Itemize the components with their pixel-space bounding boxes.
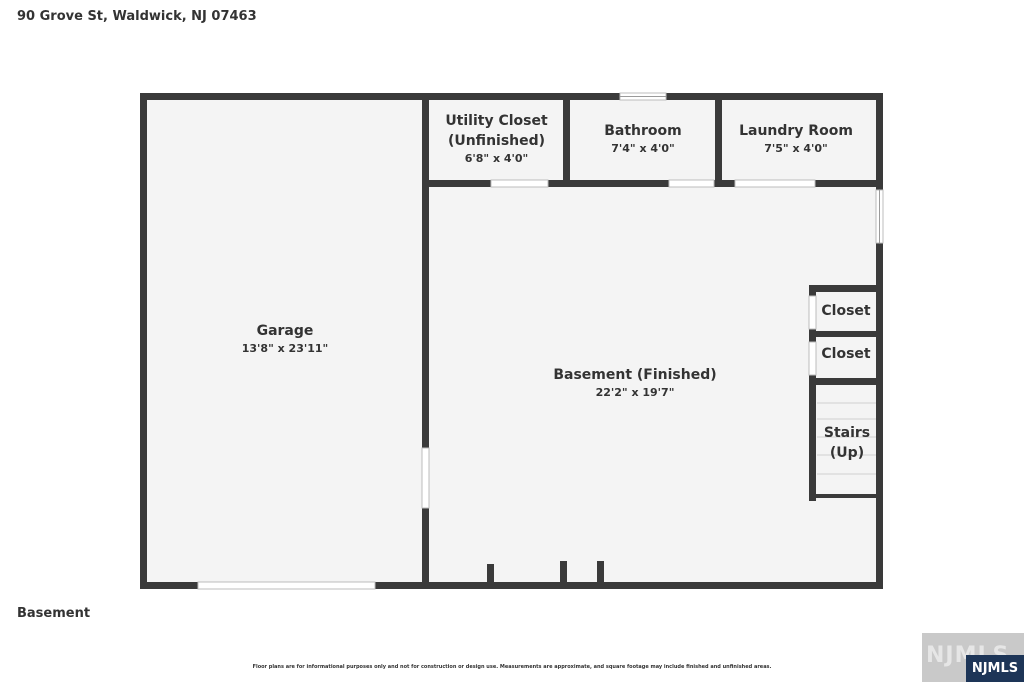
room-bathroom: Bathroom 7'4" x 4'0" xyxy=(570,121,716,156)
wall-bottom xyxy=(140,582,883,589)
room-name: Laundry Room xyxy=(739,123,853,139)
room-name-line2: (Up) xyxy=(829,445,865,461)
logo-badge: NJMLS xyxy=(966,655,1024,682)
room-dimensions: 7'5" x 4'0" xyxy=(764,142,828,155)
room-dimensions: 7'4" x 4'0" xyxy=(611,142,675,155)
wall-garage-divider xyxy=(422,93,429,589)
room-name: Stairs xyxy=(823,425,871,441)
wall-closets-left xyxy=(809,285,816,501)
wall-rooms-bottom xyxy=(422,180,883,187)
room-utility-closet: Utility Closet (Unfinished) 6'8" x 4'0" xyxy=(429,111,564,166)
wall-stub-3 xyxy=(597,561,604,589)
room-dimensions: 22'2" x 19'7" xyxy=(595,386,675,399)
room-name-line2: (Unfinished) xyxy=(447,133,546,149)
utility-door xyxy=(490,179,549,188)
floor-fill xyxy=(144,97,880,585)
stair-treads xyxy=(817,402,876,475)
room-dimensions: 6'8" x 4'0" xyxy=(464,152,529,165)
garage-side-door xyxy=(421,447,430,509)
room-closet-1: Closet xyxy=(814,301,878,321)
room-name: Closet xyxy=(821,303,871,319)
wall-bath-laundry xyxy=(715,93,722,187)
closet-1-door xyxy=(808,295,817,330)
interior-walls xyxy=(422,93,883,589)
room-dimensions: 13'8" x 23'11" xyxy=(241,342,329,355)
wall-utility-bath xyxy=(563,93,570,187)
wall-left xyxy=(140,93,147,589)
room-closet-2: Closet xyxy=(814,344,878,364)
property-address: 90 Grove St, Waldwick, NJ 07463 xyxy=(17,9,257,24)
room-laundry: Laundry Room 7'5" x 4'0" xyxy=(722,121,870,156)
wall-stub-2 xyxy=(560,561,567,589)
floor-level-label: Basement xyxy=(17,606,91,621)
bathroom-door xyxy=(668,179,715,188)
room-name: Bathroom xyxy=(604,123,682,139)
room-stairs: Stairs (Up) xyxy=(816,423,878,463)
room-name: Garage xyxy=(256,323,314,339)
wall-closets-mid xyxy=(809,331,883,337)
closet-2-door xyxy=(808,341,817,376)
njmls-logo: NJMLS NJMLS xyxy=(922,633,1024,682)
laundry-door xyxy=(734,179,816,188)
garage-door-opening xyxy=(197,581,376,590)
disclaimer-text: Floor plans are for informational purpos… xyxy=(252,664,772,670)
outer-walls xyxy=(140,93,883,589)
wall-right xyxy=(876,93,883,589)
room-garage: Garage 13'8" x 23'11" xyxy=(185,321,385,356)
room-name: Closet xyxy=(821,346,871,362)
wall-top xyxy=(140,93,883,100)
room-basement: Basement (Finished) 22'2" x 19'7" xyxy=(525,365,745,400)
room-name: Basement (Finished) xyxy=(553,367,717,383)
wall-closets-bottom xyxy=(809,378,883,385)
wall-stub-1 xyxy=(487,564,494,589)
room-name: Utility Closet xyxy=(445,113,548,129)
wall-closets-top xyxy=(809,285,883,292)
wall-stairs-bottom xyxy=(809,494,883,498)
